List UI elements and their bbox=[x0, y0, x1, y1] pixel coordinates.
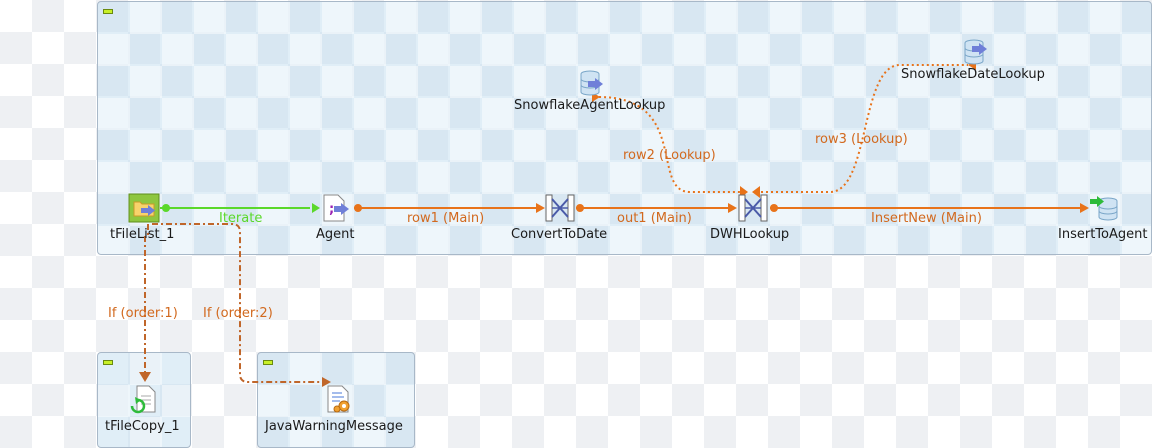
if1-link[interactable] bbox=[144, 224, 149, 375]
row1-label[interactable]: row1 (Main) bbox=[407, 211, 485, 226]
tmap-cross-icon[interactable] bbox=[544, 193, 576, 223]
snowflakedatelookup-label[interactable]: SnowflakeDateLookup bbox=[901, 67, 1045, 82]
row3-link[interactable] bbox=[756, 64, 968, 193]
file-copy-icon[interactable] bbox=[129, 384, 161, 414]
if2-link-arrow bbox=[322, 377, 331, 387]
agent-label[interactable]: Agent bbox=[316, 227, 355, 242]
dwhlookup-label[interactable]: DWHLookup bbox=[710, 227, 790, 242]
out1-link-start bbox=[576, 204, 584, 212]
if2-label[interactable]: If (order:2) bbox=[203, 306, 273, 321]
subjob-collapse-toggle[interactable] bbox=[103, 360, 113, 365]
database-input-icon[interactable] bbox=[960, 37, 992, 67]
iterate-link-start bbox=[162, 204, 170, 212]
insertnew-link-start bbox=[770, 204, 778, 212]
tmap-cross-icon[interactable] bbox=[737, 193, 769, 223]
tfilelist-label[interactable]: tFileList_1 bbox=[110, 227, 175, 242]
if1-link-arrow bbox=[139, 372, 151, 382]
subjob-collapse-toggle[interactable] bbox=[263, 360, 273, 365]
row1-link-arrow bbox=[536, 203, 545, 213]
database-input-icon[interactable] bbox=[576, 68, 608, 98]
java-file-arrow-icon[interactable]: ; bbox=[320, 193, 352, 223]
if2-link[interactable] bbox=[152, 223, 322, 383]
out1-link-arrow bbox=[728, 203, 737, 213]
iterate-label[interactable]: Iterate bbox=[219, 211, 263, 226]
insertnew-link-arrow bbox=[1080, 203, 1089, 213]
row3-link-start bbox=[752, 186, 760, 198]
row2-link[interactable] bbox=[598, 96, 744, 193]
subjob-collapse-toggle[interactable] bbox=[103, 9, 113, 14]
folder-arrow-icon[interactable] bbox=[128, 193, 160, 223]
iterate-link-arrow bbox=[312, 203, 320, 213]
row1-link-start bbox=[354, 204, 362, 212]
javawarningmessage-label[interactable]: JavaWarningMessage bbox=[265, 419, 403, 434]
row2-label[interactable]: row2 (Lookup) bbox=[623, 148, 716, 163]
subjob-javawarning[interactable] bbox=[257, 352, 415, 448]
inserttoagent-label[interactable]: InsertToAgent bbox=[1058, 227, 1148, 242]
svg-text:;: ; bbox=[329, 202, 334, 217]
insertnew-label[interactable]: InsertNew (Main) bbox=[871, 211, 982, 226]
database-output-icon[interactable] bbox=[1088, 193, 1120, 223]
converttodate-label[interactable]: ConvertToDate bbox=[511, 227, 608, 242]
tfilecopy-label[interactable]: tFileCopy_1 bbox=[105, 419, 180, 434]
if1-label[interactable]: If (order:1) bbox=[108, 306, 178, 321]
row3-label[interactable]: row3 (Lookup) bbox=[815, 132, 908, 147]
java-gear-document-icon[interactable] bbox=[322, 384, 354, 414]
out1-label[interactable]: out1 (Main) bbox=[617, 211, 692, 226]
snowflakeagentlookup-label[interactable]: SnowflakeAgentLookup bbox=[514, 98, 666, 113]
